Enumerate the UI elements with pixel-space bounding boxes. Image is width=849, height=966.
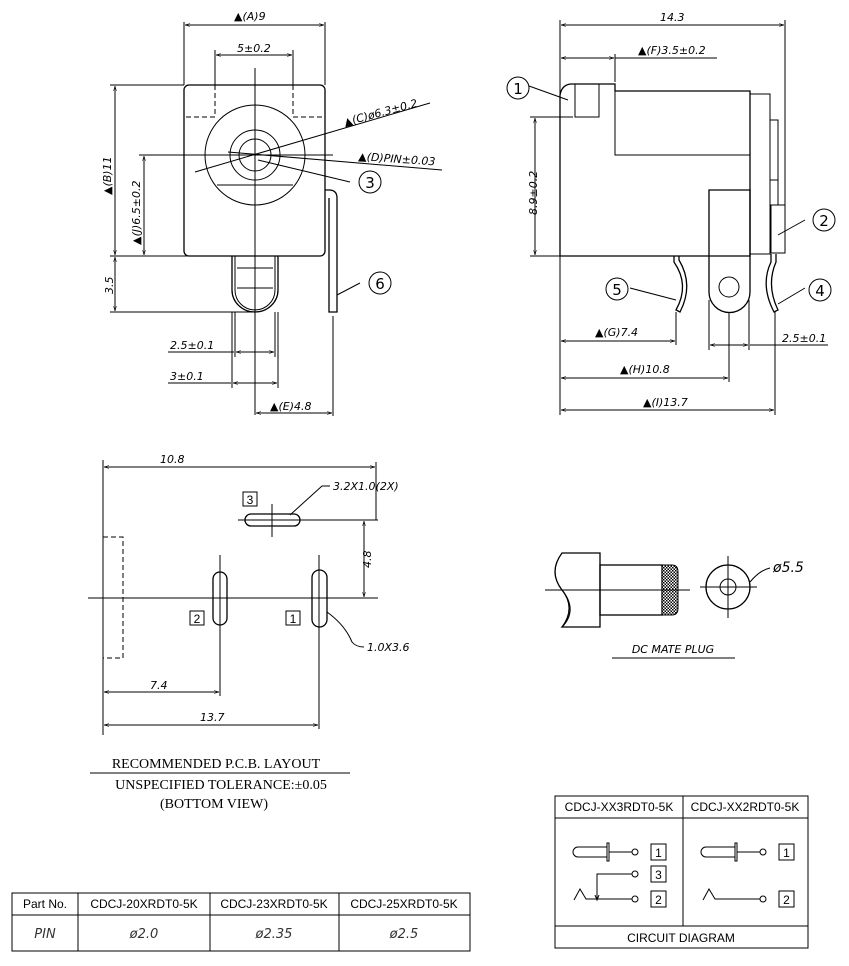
center-terminal [708,189,751,314]
slot-size: 1.0X3.6 [367,641,410,654]
circuit-header-3pin: CDCJ-XX3RDT0-5K [565,800,674,814]
table-cell: ø2.0 [129,927,159,942]
dim-total: 14.3 [660,11,685,24]
dim-pin-width: 2.5±0.1 [782,332,826,345]
lead-4 [765,254,779,313]
svg-text:6: 6 [375,275,385,293]
circuit-2pin: 1 2 [700,842,795,908]
dim-pin-len: 3.5 [103,277,116,295]
dim-10-8: 10.8 [160,453,185,466]
circuit-footer: CIRCUIT DIAGRAM [627,931,735,945]
svg-text:2: 2 [819,212,829,230]
pin-label: 1 [655,846,662,860]
dim-i: ▲(I)13.7 [643,396,688,409]
center-pin [231,256,279,313]
dim-f: ▲(F)3.5±0.2 [638,44,706,57]
pin-label: 3 [655,868,662,882]
dim-4-8: 4.8 [361,551,374,569]
callout-4: 4 [808,278,832,302]
slot-note: 3.2X1.0(2X) [333,480,399,493]
svg-text:4: 4 [815,282,825,300]
pcb-title: RECOMMENDED P.C.B. LAYOUT [112,757,321,772]
circuit-3pin: 1 3 2 [572,842,667,908]
dim-b: ▲(B)11 [101,156,114,195]
dim-d: ▲(D)PIN±0.03 [358,150,436,168]
pin-label: 1 [783,846,790,860]
table-cell: PIN [34,927,56,942]
dim-a: ▲(A)9 [234,10,266,23]
side-body [559,83,751,257]
table-header: CDCJ-23XRDT0-5K [220,897,327,911]
svg-text:5: 5 [612,281,622,299]
pad-label-3: 3 [242,491,258,507]
pcb-tolerance: UNSPECIFIED TOLERANCE:±0.05 [115,778,327,793]
callout-3: 3 [358,170,382,194]
side-lead [325,189,338,313]
table-cell: ø2.35 [255,927,293,942]
dc-mate-plug: ø5.5 DC MATE PLUG [545,552,804,659]
pcb-view: (BOTTOM VIEW) [160,797,268,812]
circuit-diagram-table: CDCJ-XX3RDT0-5K CDCJ-XX2RDT0-5K CIRCUIT … [554,795,809,949]
dim-e: ▲(E)4.8 [270,400,312,413]
dim-pin-inner: 2.5±0.1 [170,339,214,352]
dim-7-4: 7.4 [150,679,168,692]
lead-5 [673,256,688,313]
pcb-layout: 10.8 3.2X1.0(2X) 3 4.8 2 1 1.0X3.6 7.4 [88,453,410,812]
pin-label: 2 [783,893,790,907]
callout-5: 5 [605,277,629,301]
side-view: 14.3 ▲(F)3.5±0.2 8.9±0.2 1 2 [506,11,836,415]
callout-6: 6 [368,271,392,295]
plug-label: DC MATE PLUG [632,643,714,656]
svg-text:3: 3 [365,174,375,192]
front-view: ▲(A)9 5±0.2 ▲(C)ø6.3±0.2 ▲(D)PIN±0.03 3 … [101,10,443,416]
part-number-table: Part No. CDCJ-20XRDT0-5K CDCJ-23XRDT0-5K… [11,892,471,952]
dim-j: ▲(J)6.5±0.2 [130,181,143,246]
plug-diameter: ø5.5 [772,560,804,576]
circuit-header-2pin: CDCJ-XX2RDT0-5K [691,800,800,814]
pad-label-1: 1 [285,610,301,626]
dim-c: ▲(C)ø6.3±0.2 [342,97,418,129]
dim-pin-outer: 3±0.1 [170,370,204,383]
dim-13-7: 13.7 [200,711,225,724]
svg-text:1: 1 [290,612,297,626]
table-cell: ø2.5 [389,927,419,942]
pin-label: 2 [655,893,662,907]
pad-label-2: 2 [189,610,205,626]
dim-height: 8.9±0.2 [527,171,540,215]
table-header: CDCJ-25XRDT0-5K [350,897,457,911]
svg-text:2: 2 [194,612,201,626]
dim-g: ▲(G)7.4 [595,326,638,339]
table-header: CDCJ-20XRDT0-5K [90,897,197,911]
dim-h: ▲(H)10.8 [620,363,670,376]
table-header: Part No. [23,897,67,911]
dim-tab: 5±0.2 [237,42,271,55]
svg-text:1: 1 [513,80,523,98]
callout-1: 1 [506,76,530,100]
callout-2: 2 [812,208,836,232]
svg-text:3: 3 [247,493,254,507]
